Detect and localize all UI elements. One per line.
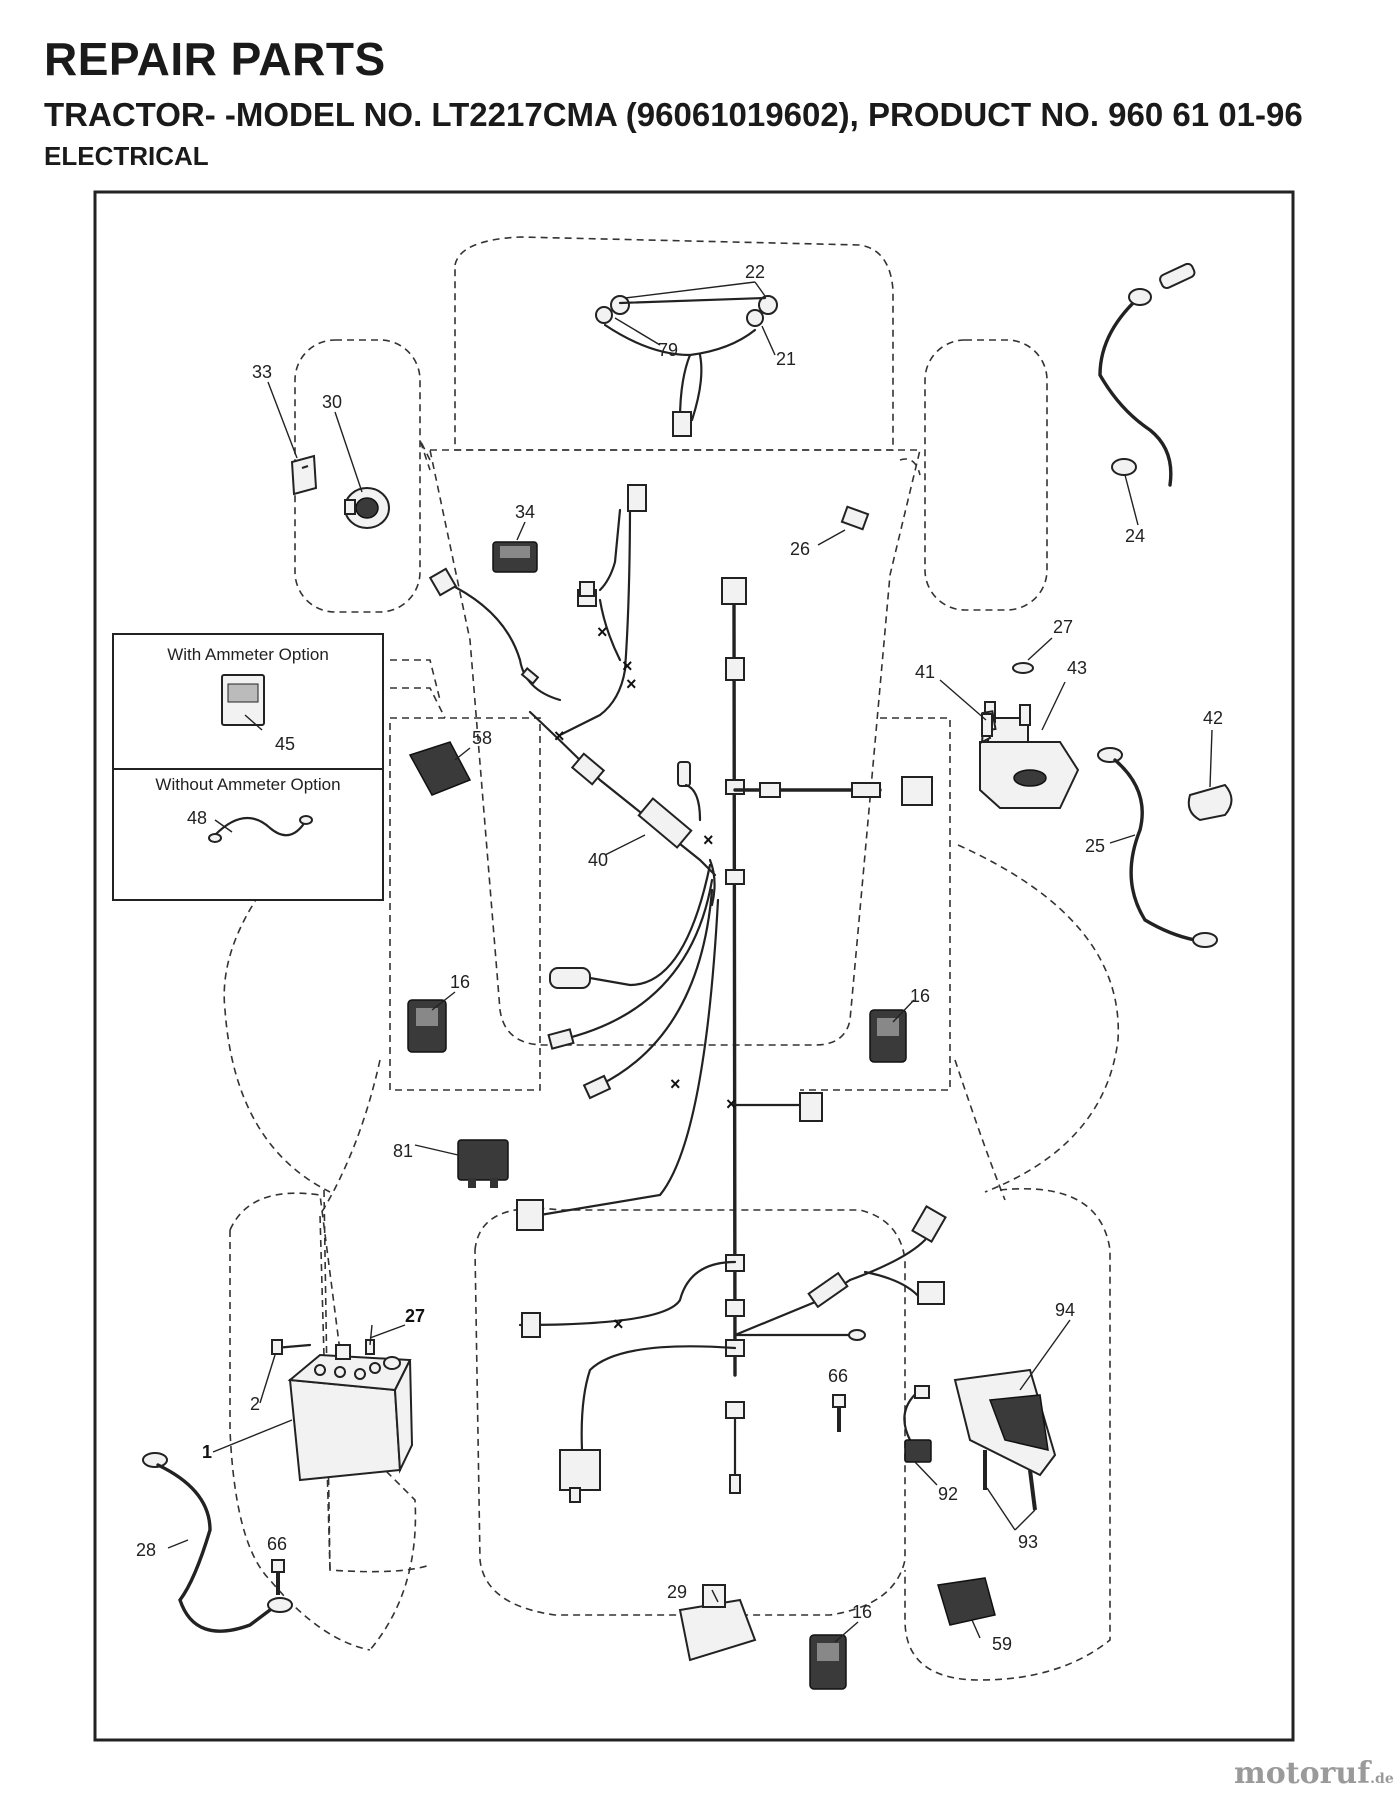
callout-27-battery: 27: [405, 1306, 425, 1326]
diagram-frame: [93, 190, 1295, 1742]
with-ammeter-label: With Ammeter Option: [167, 645, 329, 664]
headlight-harness-icon: [595, 295, 778, 437]
section-title: ELECTRICAL: [44, 141, 209, 171]
svg-text:×: ×: [626, 674, 637, 694]
screw-66-right-icon: [832, 1394, 846, 1432]
svg-text:×: ×: [726, 1094, 737, 1114]
pto-switch-icon: [492, 541, 538, 573]
callout-42: 42: [1203, 708, 1223, 728]
callout-16-right: 16: [910, 986, 930, 1006]
switch-29-icon: [678, 1584, 757, 1662]
rectifier-59-icon: [937, 1577, 996, 1626]
interlock-switch-bottom-icon: [809, 1634, 847, 1690]
svg-text:×: ×: [670, 1074, 681, 1094]
callout-29: 29: [667, 1582, 687, 1602]
screw-41-icon: [981, 713, 993, 737]
harness-spine-icon: [518, 577, 947, 1503]
seat-switch-screws-icon: [983, 1450, 1037, 1511]
fuse-icon: [840, 505, 870, 531]
callout-30: 30: [322, 392, 342, 412]
seat-switch-icon: [953, 1368, 1057, 1477]
negative-cable-icon: [142, 1452, 293, 1633]
callout-28: 28: [136, 1540, 156, 1560]
bolt-icon: [271, 1339, 312, 1355]
callout-26: 26: [790, 539, 810, 559]
callout-48: 48: [187, 808, 207, 828]
callout-41: 41: [915, 662, 935, 682]
callout-66-right: 66: [828, 1366, 848, 1386]
callout-94: 94: [1055, 1300, 1075, 1320]
screw-66-left-icon: [271, 1559, 285, 1595]
ground-cable-icon: [1098, 262, 1196, 487]
relay-81-icon: [457, 1139, 509, 1188]
terminal-boot-icon: [1187, 783, 1233, 822]
callout-25: 25: [1085, 836, 1105, 856]
svg-text:×: ×: [622, 656, 633, 676]
positive-cable-icon: [1097, 747, 1218, 948]
wire-clips: × × × × × × × ×: [554, 622, 737, 1334]
callout-33: 33: [252, 362, 272, 382]
relay-58-icon: [408, 741, 472, 796]
key-icon: [290, 454, 318, 496]
battery-icon: [287, 1344, 414, 1482]
callout-16-left: 16: [450, 972, 470, 992]
callout-79: 79: [658, 340, 678, 360]
callout-21: 21: [776, 349, 796, 369]
callout-leaders: [167, 281, 1213, 1643]
without-ammeter-label: Without Ammeter Option: [155, 775, 340, 794]
brand-logo: motoruf.de: [1234, 1756, 1394, 1791]
callout-58: 58: [472, 728, 492, 748]
callout-27-top: 27: [1053, 617, 1073, 637]
callout-16-bottom: 16: [852, 1602, 872, 1622]
svg-text:×: ×: [703, 830, 714, 850]
interlock-switch-right-icon: [869, 1009, 907, 1063]
interlock-switch-left-icon: [407, 999, 447, 1053]
callout-40: 40: [588, 850, 608, 870]
callout-92: 92: [938, 1484, 958, 1504]
svg-text:×: ×: [597, 622, 608, 642]
header: REPAIR PARTS TRACTOR- -MODEL NO. LT2217C…: [44, 36, 1364, 169]
callout-22: 22: [745, 262, 765, 282]
callout-34: 34: [515, 502, 535, 522]
model-line: TRACTOR- -MODEL NO. LT2217CMA (960610196…: [44, 96, 1303, 133]
svg-text:×: ×: [613, 1314, 624, 1334]
page-title: REPAIR PARTS: [44, 33, 386, 85]
callout-2: 2: [250, 1394, 260, 1414]
callout-45: 45: [275, 734, 295, 754]
seat-switch-connector-icon: [903, 1385, 932, 1463]
callout-1: 1: [202, 1442, 212, 1462]
ignition-switch-icon: [344, 487, 390, 529]
callout-numbers: 22 79 21 33 30 24 34 26 27 41 43 42 45 5…: [136, 262, 1223, 1654]
callout-59: 59: [992, 1634, 1012, 1654]
svg-text:×: ×: [554, 726, 565, 746]
callout-43: 43: [1067, 658, 1087, 678]
ammeter-option-box: With Ammeter Option Without Ammeter Opti…: [112, 633, 384, 901]
callout-93: 93: [1018, 1532, 1038, 1552]
callout-66-left: 66: [267, 1534, 287, 1554]
jumper-wire-icon: [213, 816, 307, 837]
callout-81: 81: [393, 1141, 413, 1161]
main-wire-harness-icon: [428, 484, 720, 1231]
callout-24: 24: [1125, 526, 1145, 546]
